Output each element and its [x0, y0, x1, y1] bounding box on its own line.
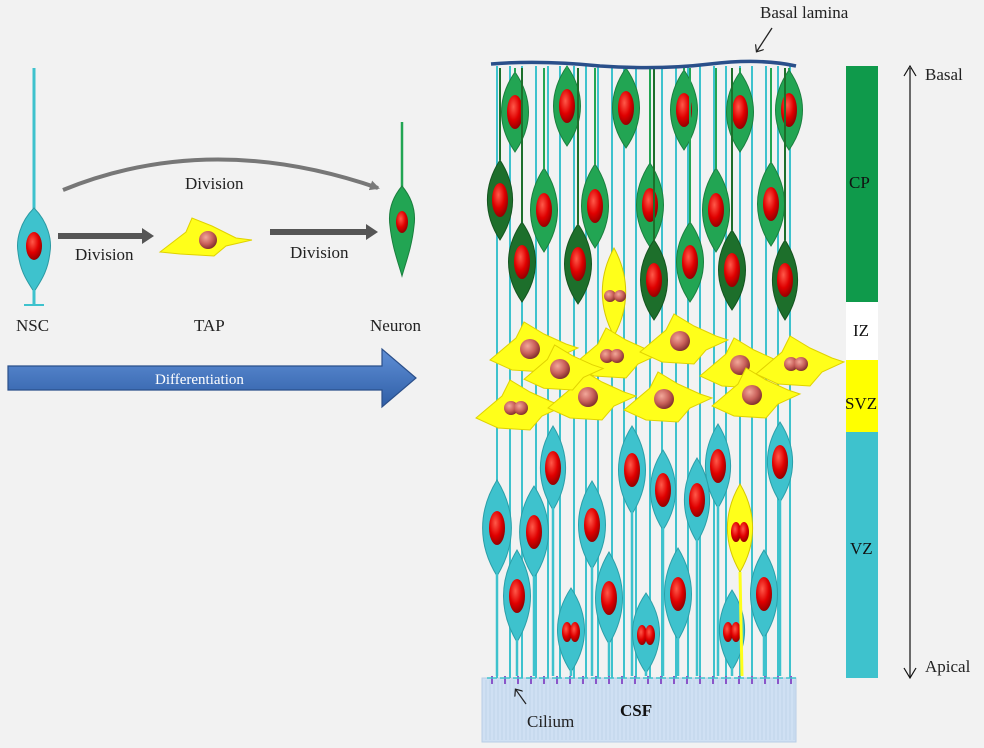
svz-tap-nucleus — [578, 387, 598, 407]
cp-neuron-nucleus — [708, 193, 724, 227]
zone-svz-label: SVZ — [845, 394, 877, 413]
basal-lamina-pointer — [757, 27, 773, 51]
cp-neuron-nucleus — [536, 193, 552, 227]
tap-to-neuron-arrow — [270, 224, 378, 240]
cp-neuron-nucleus — [724, 253, 740, 287]
cp-tap-nucleus — [614, 290, 626, 302]
nsc-to-tap-arrow — [58, 228, 154, 244]
vz-dividing-nucleus — [731, 622, 741, 642]
zone-cp — [846, 66, 878, 302]
zone-iz — [846, 302, 878, 360]
cp-neuron-nucleus — [514, 245, 530, 279]
zone-bar: CP IZ SVZ VZ — [845, 66, 878, 678]
vz-nucleus — [624, 453, 640, 487]
cp-neuron-nucleus — [587, 189, 603, 223]
tap-cell — [158, 217, 253, 257]
cilium-pointer — [516, 690, 527, 705]
nsc-cell — [17, 68, 51, 306]
tap-label: TAP — [194, 316, 225, 335]
zone-cp-label: CP — [849, 173, 870, 192]
vz-nucleus — [710, 449, 726, 483]
lineage-panel: Division NSC Division TAP Division — [7, 68, 421, 409]
apical-label: Apical — [925, 657, 971, 676]
cortex-panel: CSF Basal lamina Cilium — [475, 3, 849, 743]
nsc-nucleus — [26, 232, 42, 260]
zone-svz — [846, 360, 878, 432]
basal-label: Basal — [925, 65, 963, 84]
csf-label: CSF — [620, 701, 652, 720]
vz-nucleus — [689, 483, 705, 517]
svz-tap-nucleus — [794, 357, 808, 371]
basal-lamina-line — [490, 59, 797, 70]
vz-tap-nucleus — [731, 522, 741, 542]
cp-neuron-nucleus — [732, 95, 748, 129]
cilium-label: Cilium — [527, 712, 574, 731]
division-right-label: Division — [290, 243, 349, 262]
zone-vz-label: VZ — [850, 539, 873, 558]
vz-nucleus — [756, 577, 772, 611]
vz-dividing-nucleus — [645, 625, 655, 645]
vz-nucleus — [526, 515, 542, 549]
cp-neuron-nucleus — [618, 91, 634, 125]
cp-neuron-nucleus — [507, 95, 523, 129]
division-curve-arrow — [62, 157, 380, 192]
vz-nucleus — [601, 581, 617, 615]
cp-neuron-nucleus — [682, 245, 698, 279]
svz-taps — [475, 313, 846, 431]
vz-dividing-nucleus — [723, 622, 733, 642]
vz-nucleus — [489, 511, 505, 545]
svz-tap-nucleus — [670, 331, 690, 351]
cp-neuron-nucleus — [646, 263, 662, 297]
svz-tap-nucleus — [742, 385, 762, 405]
svz-tap-nucleus — [520, 339, 540, 359]
tap-nucleus — [199, 231, 217, 249]
division-left-label: Division — [75, 245, 134, 264]
vz-nucleus — [772, 445, 788, 479]
vz-dividing-nucleus — [637, 625, 647, 645]
vz-dividing-nucleus — [562, 622, 572, 642]
basal-lamina-label: Basal lamina — [760, 3, 849, 22]
zone-vz — [846, 432, 878, 678]
cp-neuron-nucleus — [570, 247, 586, 281]
svz-tap-nucleus — [600, 349, 614, 363]
cp-neuron-nucleus — [777, 263, 793, 297]
nsc-label: NSC — [16, 316, 49, 335]
svz-tap-nucleus — [654, 389, 674, 409]
svz-tap-nucleus — [784, 357, 798, 371]
cp-neuron-nucleus — [763, 187, 779, 221]
cp-neuron-nucleus — [781, 93, 797, 127]
neuron-label: Neuron — [370, 316, 421, 335]
differentiation-label: Differentiation — [155, 372, 244, 388]
division-top-label: Division — [185, 174, 244, 193]
cp-neuron-nucleus — [492, 183, 508, 217]
svz-tap-nucleus — [610, 349, 624, 363]
zone-iz-label: IZ — [853, 321, 869, 340]
neuron-nucleus — [396, 211, 408, 233]
vz-nucleus — [509, 579, 525, 613]
vz-cells — [482, 421, 794, 677]
svz-tap-nucleus — [504, 401, 518, 415]
svz-tap-nucleus — [514, 401, 528, 415]
cp-neuron-nucleus — [676, 93, 692, 127]
cp-neuron-nucleus — [559, 89, 575, 123]
cp-neuron-nucleus — [642, 188, 658, 222]
basal-apical-axis: Basal Apical — [903, 64, 971, 680]
cilia — [487, 676, 796, 684]
cp-neurons — [486, 65, 803, 338]
vz-nucleus — [655, 473, 671, 507]
vz-tap-nucleus — [739, 522, 749, 542]
cp-tap-nucleus — [604, 290, 616, 302]
vz-dividing-nucleus — [570, 622, 580, 642]
svz-tap-nucleus — [550, 359, 570, 379]
vz-nucleus — [670, 577, 686, 611]
neuron-cell — [389, 122, 415, 278]
vz-nucleus — [545, 451, 561, 485]
differentiation-arrow — [7, 347, 417, 409]
vz-nucleus — [584, 508, 600, 542]
csf-texture — [485, 680, 795, 740]
